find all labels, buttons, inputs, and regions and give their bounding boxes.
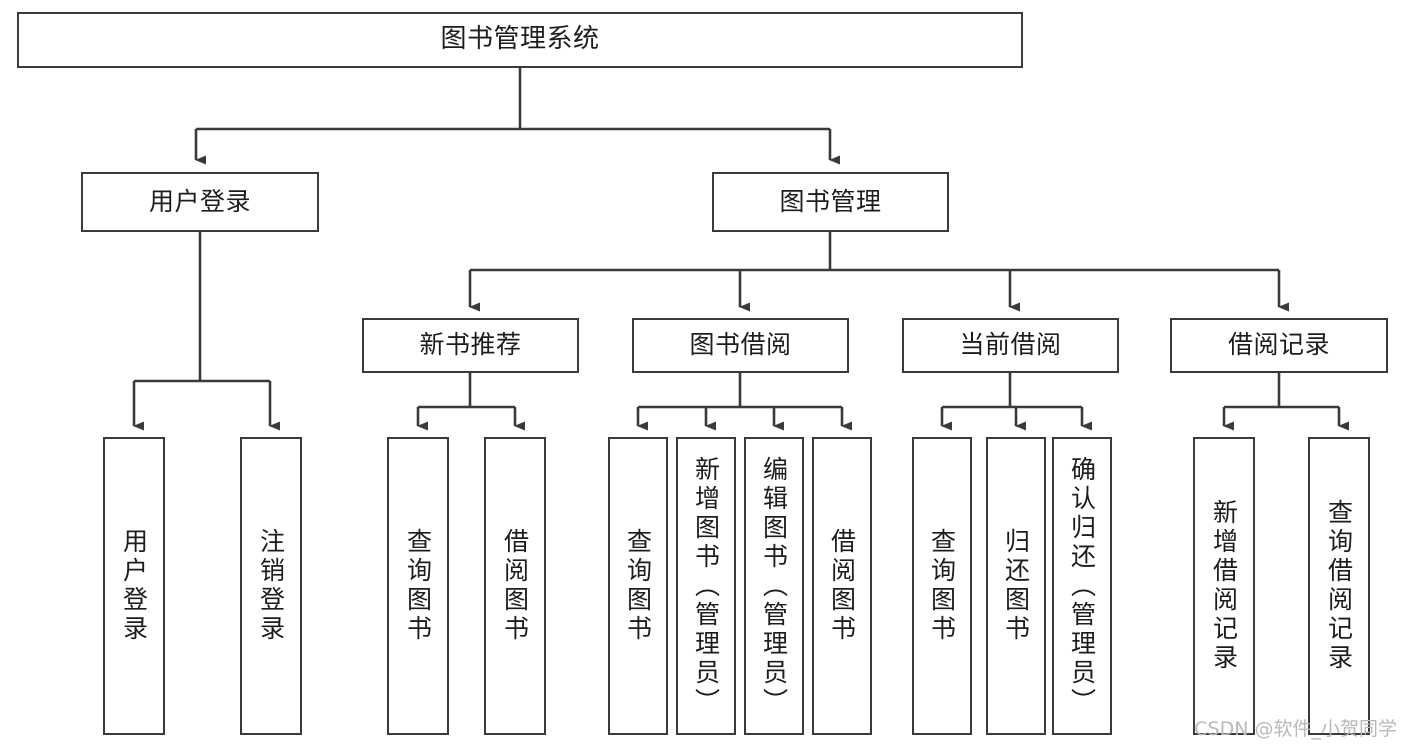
- node-leaf-return-book[interactable]: 归还图书: [986, 437, 1046, 735]
- node-label: 图书管理系统: [440, 24, 600, 55]
- node-label: 借阅记录: [1227, 330, 1330, 360]
- node-book-management[interactable]: 图书管理: [712, 172, 949, 232]
- node-leaf-add-book-admin[interactable]: 新增图书（管理员）: [676, 437, 736, 735]
- node-leaf-edit-book-admin[interactable]: 编辑图书（管理员）: [744, 437, 804, 735]
- node-label: 注销登录: [256, 528, 286, 644]
- node-leaf-borrow-book[interactable]: 借阅图书: [812, 437, 872, 735]
- node-current-borrow[interactable]: 当前借阅: [902, 318, 1119, 373]
- node-book-borrow[interactable]: 图书借阅: [632, 318, 849, 373]
- node-label: 用户登录: [148, 186, 251, 216]
- node-label: 新增借阅记录: [1209, 499, 1239, 673]
- node-leaf-confirm-return-admin[interactable]: 确认归还（管理员）: [1052, 437, 1112, 735]
- node-label: 图书管理: [779, 186, 882, 216]
- node-leaf-query-book-new[interactable]: 查询图书: [387, 437, 449, 735]
- node-user-login[interactable]: 用户登录: [81, 172, 319, 232]
- node-leaf-user-login[interactable]: 用户登录: [103, 437, 165, 735]
- node-borrow-records[interactable]: 借阅记录: [1170, 318, 1388, 373]
- node-label: 查询图书: [403, 528, 433, 644]
- node-label: 图书借阅: [689, 330, 792, 360]
- node-label: 确认归还（管理员）: [1067, 455, 1097, 717]
- node-label: 查询图书: [927, 528, 957, 644]
- node-label: 编辑图书（管理员）: [759, 455, 789, 717]
- node-leaf-query-book-current[interactable]: 查询图书: [912, 437, 972, 735]
- node-label: 新书推荐: [419, 330, 522, 360]
- csdn-watermark: CSDN @软件_小贺同学: [1194, 718, 1397, 740]
- node-label: 归还图书: [1001, 528, 1031, 644]
- node-leaf-borrow-book-new[interactable]: 借阅图书: [484, 437, 546, 735]
- node-leaf-query-book-borrow[interactable]: 查询图书: [608, 437, 668, 735]
- node-leaf-query-borrow-record[interactable]: 查询借阅记录: [1308, 437, 1370, 735]
- node-label: 新增图书（管理员）: [691, 455, 721, 717]
- node-leaf-add-borrow-record[interactable]: 新增借阅记录: [1193, 437, 1255, 735]
- node-root-system-title[interactable]: 图书管理系统: [17, 12, 1023, 68]
- node-label: 查询借阅记录: [1324, 499, 1354, 673]
- node-label: 借阅图书: [500, 528, 530, 644]
- node-new-book-recommend[interactable]: 新书推荐: [362, 318, 579, 373]
- node-label: 查询图书: [623, 528, 653, 644]
- node-label: 当前借阅: [959, 330, 1062, 360]
- node-label: 借阅图书: [827, 528, 857, 644]
- node-label: 用户登录: [119, 528, 149, 644]
- node-leaf-logout-login[interactable]: 注销登录: [240, 437, 302, 735]
